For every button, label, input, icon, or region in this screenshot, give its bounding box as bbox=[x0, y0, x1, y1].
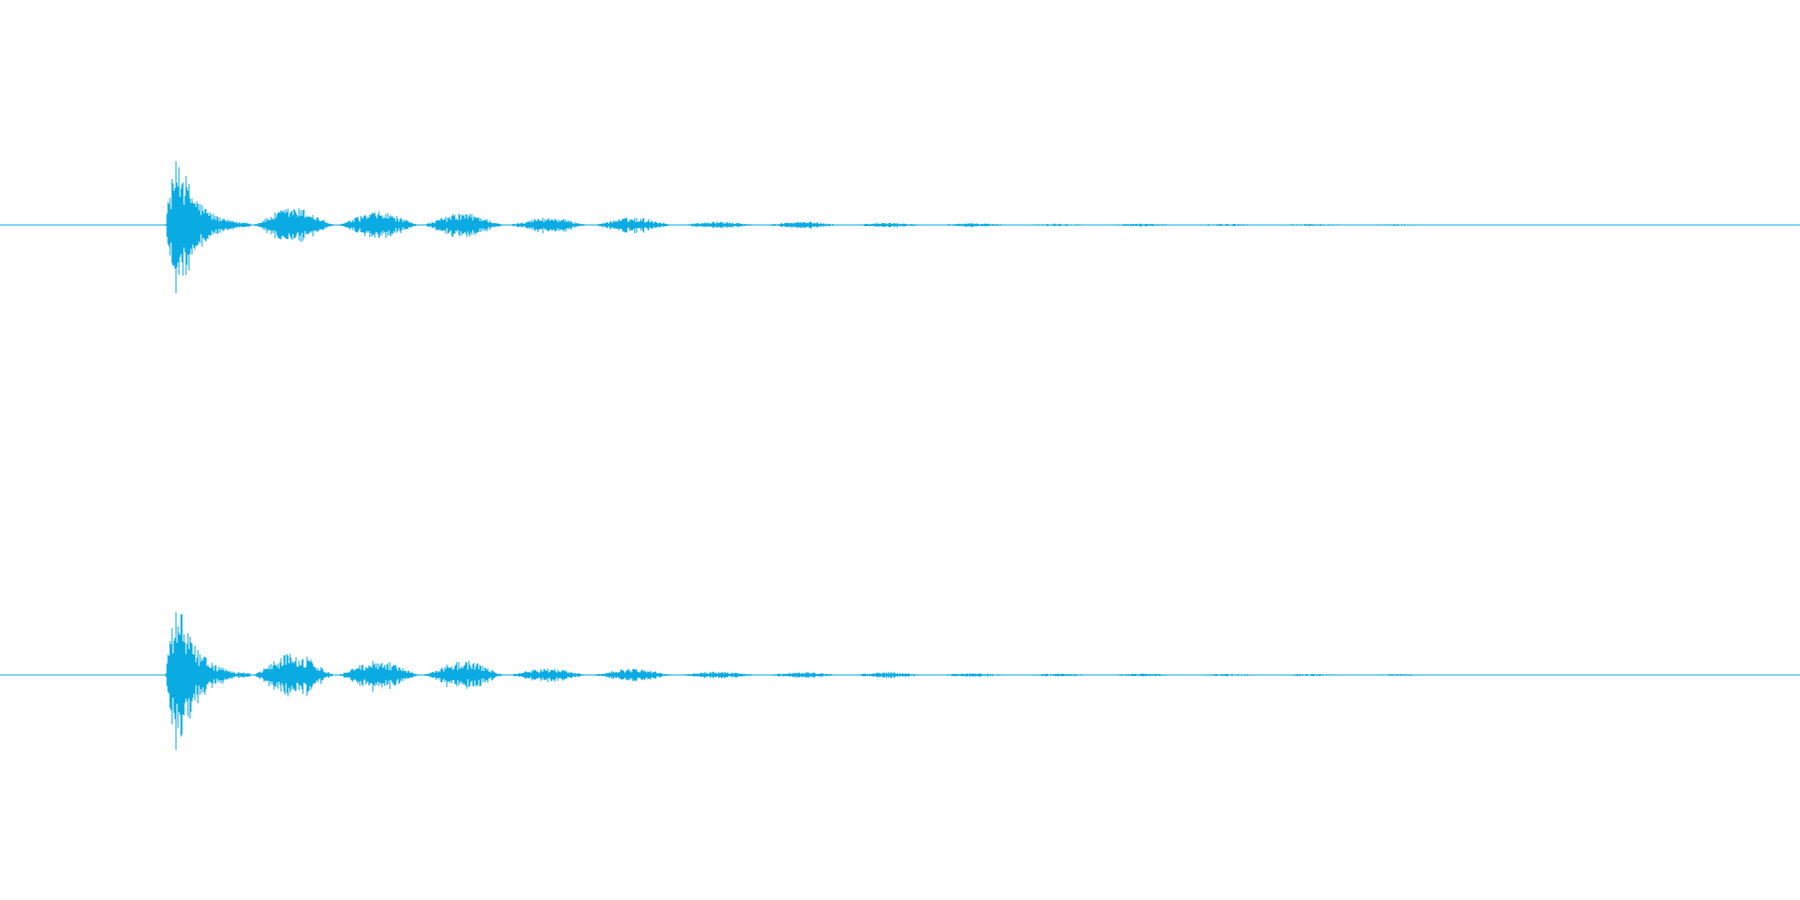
waveform-channel-bottom bbox=[0, 612, 1800, 750]
waveform-trace-top bbox=[165, 161, 1436, 294]
waveform-channel-top bbox=[0, 161, 1800, 294]
waveform-trace-bottom bbox=[165, 612, 1437, 750]
